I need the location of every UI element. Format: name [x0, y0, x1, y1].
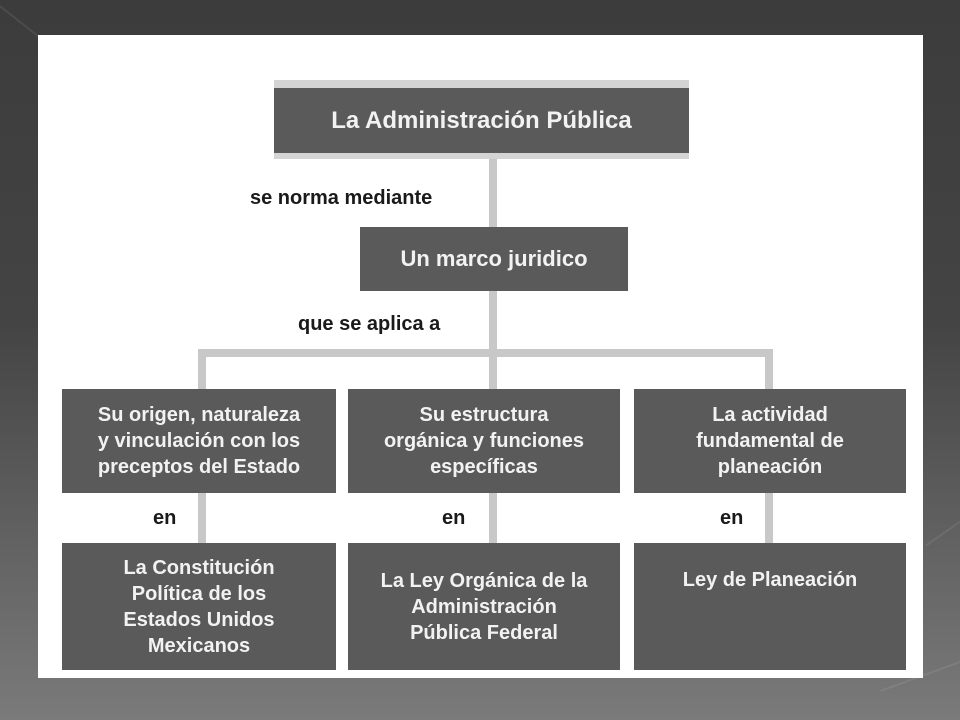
- background-decoration: [925, 510, 960, 547]
- middle-node: Un marco juridico: [360, 227, 628, 291]
- aspect-node: Su origen, naturaleza y vinculación con …: [62, 389, 336, 493]
- connector: [489, 153, 497, 227]
- law-node: La Constitución Política de los Estados …: [62, 543, 336, 670]
- connector: [198, 349, 206, 391]
- link-label: que se aplica a: [298, 313, 441, 335]
- aspect-node: La actividad fundamental de planeación: [634, 389, 906, 493]
- link-label: en: [720, 507, 744, 529]
- law-node: La Ley Orgánica de la Administración Púb…: [348, 543, 620, 670]
- law-node: Ley de Planeación: [634, 543, 906, 670]
- connector: [765, 349, 773, 391]
- connector: [489, 493, 497, 545]
- aspect-node: Su estructura orgánica y funciones espec…: [348, 389, 620, 493]
- connector: [765, 493, 773, 545]
- connector: [489, 349, 497, 391]
- link-label: en: [442, 507, 466, 529]
- root-node: La Administración Pública: [274, 88, 689, 153]
- diagram-slide: La Administración Pública se norma media…: [38, 35, 923, 678]
- connector: [198, 349, 773, 357]
- link-label: en: [153, 507, 177, 529]
- connector: [198, 493, 206, 545]
- connector: [489, 291, 497, 353]
- link-label: se norma mediante: [250, 187, 433, 209]
